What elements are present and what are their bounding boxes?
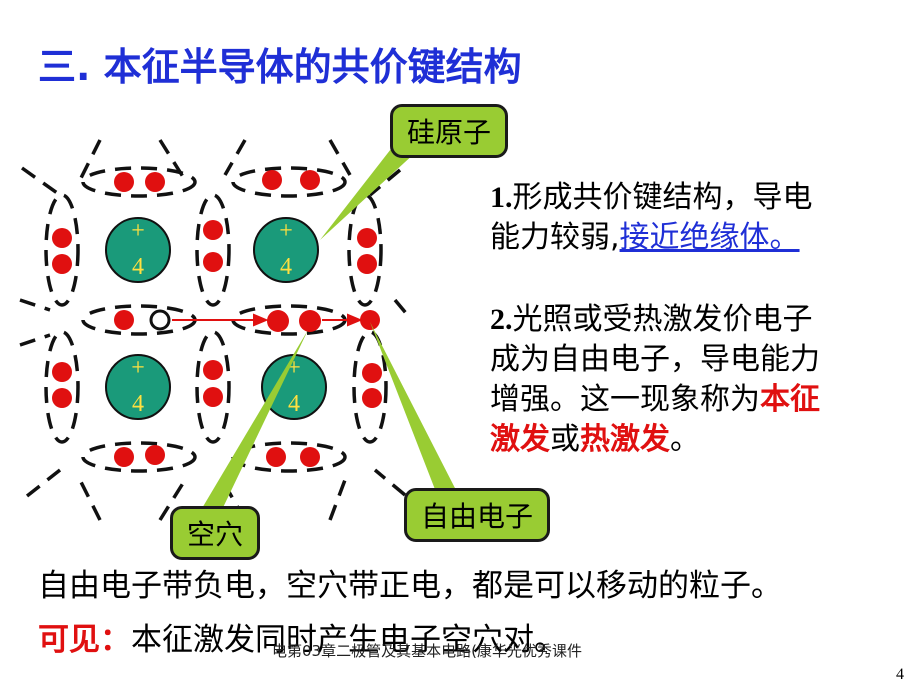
summary-line-1: 自由电子带负电，空穴带正电，都是可以移动的粒子。	[38, 568, 782, 604]
si-atom	[105, 354, 171, 420]
atom-charge-value: 4	[280, 254, 292, 280]
point-1: 1.形成共价键结构，导电 能力较弱,接近绝缘体。	[490, 178, 813, 258]
point-2-term-excitation: 激发	[490, 422, 550, 457]
point-2-line3: 增强。这一现象称为	[490, 382, 760, 417]
si-atom	[253, 217, 319, 283]
point-2-line1: 光照或受热激发价电子	[512, 302, 813, 337]
page-number: 4	[896, 666, 904, 683]
point-2-line2: 成为自由电子，导电能力	[490, 342, 820, 377]
atom-charge-value: 4	[132, 254, 144, 280]
callout-hole: 空穴	[170, 506, 261, 560]
callout-si-atom: 硅原子	[390, 104, 509, 158]
si-atom	[105, 217, 171, 283]
point-2-or: 或	[550, 422, 580, 457]
point-2-end: 。	[670, 422, 700, 457]
atom-charge-sign: +	[131, 218, 145, 244]
hole	[149, 309, 171, 331]
point-2-num: 2.	[490, 303, 513, 336]
point-1-line1: 形成共价键结构，导电	[512, 180, 813, 215]
summary-text: 本征激发同时产生电子空穴对。	[131, 622, 565, 658]
page-title: 三. 本征半导体的共价键结构	[38, 45, 522, 89]
atom-charge-value: 4	[288, 391, 300, 417]
free-electron	[360, 310, 380, 330]
point-2-term-intrinsic: 本征	[760, 382, 820, 417]
point-2-term-thermal: 热激发	[580, 422, 670, 457]
point-1-line2: 能力较弱,	[490, 220, 620, 255]
point-1-num: 1.	[490, 181, 513, 214]
footer-text: 电第03章二极管及其基本电路(康华光优秀课件	[272, 642, 582, 660]
atom-charge-sign: +	[131, 355, 145, 381]
summary-line-2: 可见：本征激发同时产生电子空穴对。	[38, 620, 565, 660]
summary-prefix: 可见：	[38, 622, 131, 658]
point-2: 2.光照或受热激发价电子 成为自由电子，导电能力 增强。这一现象称为本征 激发或…	[490, 300, 820, 460]
atom-charge-sign: +	[279, 218, 293, 244]
point-1-link[interactable]: 接近绝缘体。	[619, 220, 800, 255]
callout-free-electron: 自由电子	[404, 488, 551, 542]
atom-charge-value: 4	[132, 391, 144, 417]
